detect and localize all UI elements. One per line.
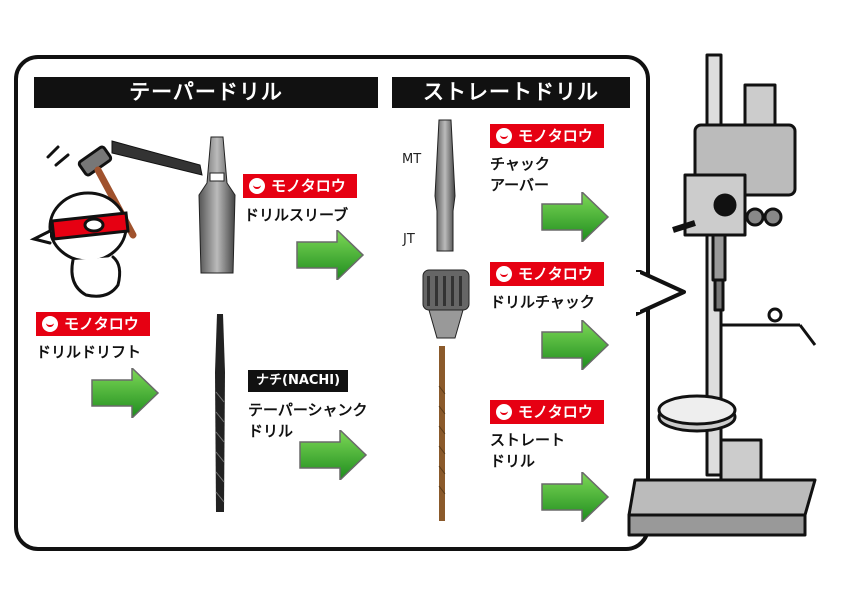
- chuck-arbor-label: チャック アーバー: [490, 155, 550, 194]
- drill-press-illustration: [627, 53, 817, 537]
- brand-badge-arbor: モノタロウ: [490, 124, 604, 148]
- arrow-drift-icon: [91, 368, 160, 418]
- straight-drill-label: ストレート ドリル: [490, 431, 566, 470]
- brand-logo-icon: [249, 178, 265, 194]
- straight-drill-image: [438, 346, 446, 521]
- brand-badge-straight: モノタロウ: [490, 400, 604, 424]
- brand-name: モノタロウ: [271, 177, 346, 195]
- mascot-illustration: [29, 145, 137, 298]
- drill-chuck-label: ドリルチャック: [490, 293, 595, 311]
- brand-logo-icon: [496, 128, 512, 144]
- brand-logo-icon: [42, 316, 58, 332]
- brand-badge-chuck: モノタロウ: [490, 262, 604, 286]
- drill-chuck-image: [422, 269, 470, 339]
- bubble-pointer: [636, 270, 686, 316]
- mt-label: MT: [402, 152, 422, 167]
- brand-name: モノタロウ: [518, 403, 593, 421]
- jt-label: JT: [403, 232, 415, 247]
- taper-shank-drill-label: テーパーシャンク ドリル: [248, 401, 368, 440]
- taper-shank-drill-image: [215, 314, 225, 512]
- nachi-brand-tag: ナチ(NACHI): [248, 370, 349, 392]
- straight-drill-heading: ストレートドリル: [392, 77, 630, 108]
- drill-drift-label: ドリルドリフト: [36, 343, 142, 361]
- brand-badge-sleeve: モノタロウ: [243, 174, 357, 198]
- brand-name: モノタロウ: [518, 127, 593, 145]
- arrow-chuck-icon: [541, 320, 610, 370]
- drill-sleeve-label: ドリルスリーブ: [244, 206, 349, 224]
- arrow-taper-drill-icon: [299, 430, 368, 480]
- brand-name: モノタロウ: [518, 265, 593, 283]
- brand-name: モノタロウ: [64, 315, 139, 333]
- chuck-arbor-image: [434, 119, 456, 252]
- arrow-straight-icon: [541, 472, 610, 522]
- arrow-sleeve-icon: [296, 230, 365, 280]
- drill-drift-image: [111, 140, 203, 176]
- drill-sleeve-image: [198, 136, 236, 274]
- arrow-arbor-icon: [541, 192, 610, 242]
- brand-badge-drift: モノタロウ: [36, 312, 150, 336]
- brand-logo-icon: [496, 404, 512, 420]
- taper-drill-heading: テーパードリル: [34, 77, 378, 108]
- brand-logo-icon: [496, 266, 512, 282]
